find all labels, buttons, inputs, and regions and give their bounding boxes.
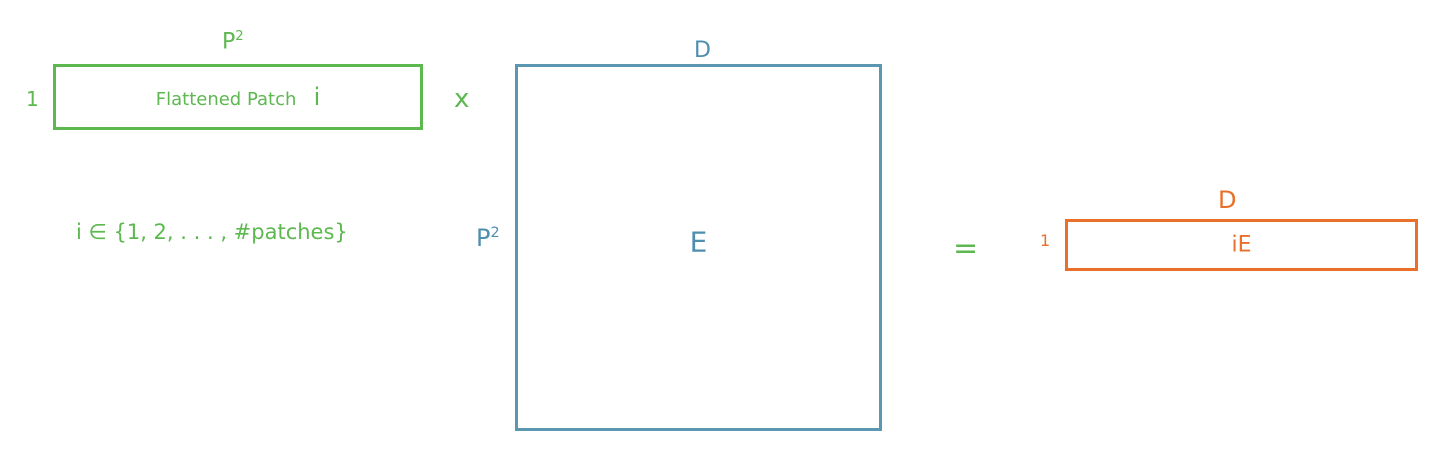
patch-height-label: 1 bbox=[26, 87, 39, 111]
index-set-expression: i ∈ {1, 2, . . . , #patches} bbox=[76, 220, 348, 244]
patch-width-label: P2 bbox=[222, 30, 244, 53]
flattened-patch-box: Flattened Patch i bbox=[53, 64, 423, 130]
patch-width-exponent: 2 bbox=[235, 29, 244, 44]
flattened-patch-text: Flattened Patch bbox=[155, 89, 297, 110]
patch-index: i bbox=[313, 83, 321, 111]
flattened-patch-label: Flattened Patch i bbox=[56, 83, 420, 111]
matrix-left-label: P2 bbox=[476, 226, 500, 250]
embedding-matrix-label: E bbox=[689, 225, 708, 258]
matrix-left-exponent: 2 bbox=[490, 225, 500, 241]
patch-width-base: P bbox=[222, 29, 236, 55]
matrix-left-base: P bbox=[476, 224, 491, 252]
result-vector-box: iE bbox=[1065, 219, 1418, 271]
result-vector-label: iE bbox=[1231, 232, 1252, 258]
matrix-top-label: D bbox=[694, 38, 711, 63]
result-height-label: 1 bbox=[1040, 231, 1051, 250]
equals-symbol: = bbox=[953, 231, 979, 266]
result-top-label: D bbox=[1218, 186, 1237, 214]
embedding-matrix-box: E bbox=[515, 64, 882, 431]
times-symbol: x bbox=[454, 84, 470, 114]
